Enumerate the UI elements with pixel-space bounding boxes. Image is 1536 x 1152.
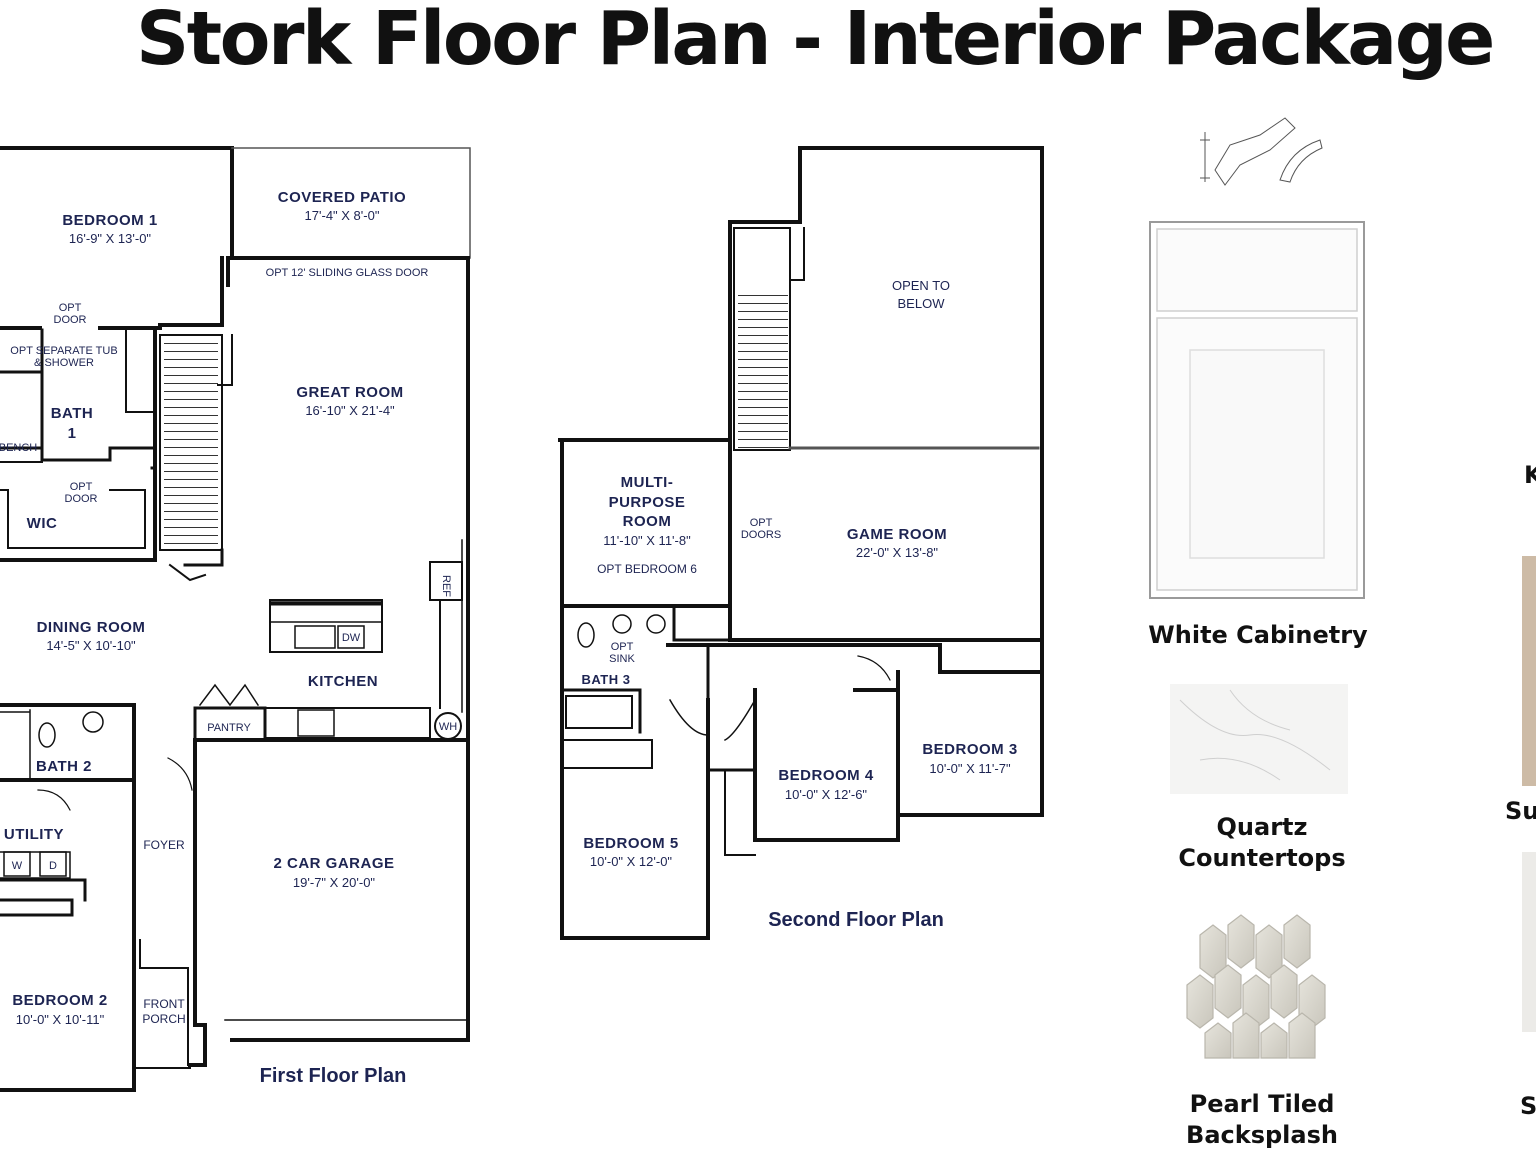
bedroom5-dim: 10'-0" X 12'-0"	[590, 854, 673, 869]
opt-doors-line1: OPT	[750, 517, 773, 529]
bath1-line1: BATH	[51, 405, 94, 422]
bedroom4-name: BEDROOM 4	[778, 767, 874, 784]
bedroom2-name: BEDROOM 2	[12, 992, 107, 1009]
great-room-name: GREAT ROOM	[296, 384, 403, 401]
page-title: Stork Floor Plan - Interior Package	[136, 0, 1495, 82]
open-below-line1: OPEN TO	[892, 278, 950, 293]
crown-molding-sketch	[1200, 117, 1323, 186]
cropped-label-su: Su	[1505, 797, 1536, 825]
garage-name: 2 CAR GARAGE	[273, 855, 394, 872]
first-floor-plan	[0, 146, 471, 1092]
wh-label: WH	[439, 721, 457, 733]
opt-tub-line2: & SHOWER	[34, 357, 94, 369]
pearl-backsplash-swatch	[1186, 914, 1326, 1059]
garage-dim: 19'-7" X 20'-0"	[293, 875, 376, 890]
ref-label: REF	[440, 575, 452, 597]
first-floor-labels: BEDROOM 1 16'-9" X 13'-0" COVERED PATIO …	[0, 189, 457, 1087]
tile-swatch-partial	[1522, 852, 1536, 1032]
bench-label: BENCH	[0, 442, 37, 454]
quartz-swatch	[1170, 684, 1348, 794]
opt-doors-line2: DOORS	[741, 529, 781, 541]
foyer-label: FOYER	[143, 838, 185, 852]
opt-door-2-line2: DOOR	[65, 493, 98, 505]
opt-bedroom6-label: OPT BEDROOM 6	[597, 562, 697, 576]
bedroom4-dim: 10'-0" X 12'-6"	[785, 787, 868, 802]
second-floor-plan	[558, 146, 1044, 940]
white-cabinetry-label: White Cabinetry	[1148, 621, 1368, 649]
opt-sink-line2: SINK	[609, 653, 635, 665]
bedroom5-name: BEDROOM 5	[583, 835, 678, 852]
dining-room-name: DINING ROOM	[37, 619, 146, 636]
front-porch-line2: PORCH	[142, 1012, 185, 1026]
second-floor-caption: Second Floor Plan	[768, 909, 944, 931]
opt-sink-line1: OPT	[611, 641, 634, 653]
multi-purpose-line3: ROOM	[623, 513, 672, 530]
bedroom2-dim: 10'-0" X 10'-11"	[16, 1012, 105, 1027]
opt-door-1-line1: OPT	[59, 302, 82, 314]
game-room-name: GAME ROOM	[847, 526, 947, 543]
pantry-label: PANTRY	[207, 722, 251, 734]
bedroom1-name: BEDROOM 1	[62, 212, 157, 229]
opt-tub-line1: OPT SEPARATE TUB	[10, 345, 117, 357]
bedroom3-name: BEDROOM 3	[922, 741, 1017, 758]
multi-purpose-line1: MULTI-	[621, 474, 674, 491]
open-below-line2: BELOW	[898, 296, 946, 311]
cropped-label-s: S	[1520, 1092, 1536, 1120]
bedroom1-dim: 16'-9" X 13'-0"	[69, 231, 152, 246]
bath2-label: BATH 2	[36, 758, 92, 775]
great-room-dim: 16'-10" X 21'-4"	[305, 403, 395, 418]
covered-patio-dim: 17'-4" X 8'-0"	[305, 208, 380, 223]
multi-purpose-dim: 11'-10" X 11'-8"	[603, 533, 691, 548]
carpet-swatch-partial	[1522, 556, 1536, 786]
kitchen-label: KITCHEN	[308, 673, 378, 690]
washer-label: W	[12, 860, 23, 872]
quartz-countertops-label: Quartz Countertops	[1178, 813, 1346, 873]
dryer-label: D	[49, 860, 57, 872]
cabinet-door-swatch	[1149, 221, 1365, 599]
covered-patio-name: COVERED PATIO	[278, 189, 406, 206]
front-porch-line1: FRONT	[143, 997, 185, 1011]
bath1-line2: 1	[68, 425, 77, 442]
dining-room-dim: 14'-5" X 10'-10"	[46, 638, 136, 653]
dw-label: DW	[342, 632, 361, 644]
second-floor-labels: OPEN TO BELOW MULTI- PURPOSE ROOM 11'-10…	[582, 278, 1018, 931]
opt-door-2-line1: OPT	[70, 481, 93, 493]
cropped-label-k: K	[1524, 461, 1536, 489]
game-room-dim: 22'-0" X 13'-8"	[856, 545, 939, 560]
wic-label: WIC	[27, 515, 58, 532]
opt-door-1-line2: DOOR	[54, 314, 87, 326]
sliding-door-label: OPT 12' SLIDING GLASS DOOR	[266, 267, 429, 279]
bath3-label: BATH 3	[582, 672, 631, 687]
first-floor-caption: First Floor Plan	[260, 1065, 407, 1087]
multi-purpose-line2: PURPOSE	[609, 494, 686, 511]
pearl-backsplash-label: Pearl Tiled Backsplash	[1186, 1090, 1338, 1150]
utility-label: UTILITY	[4, 826, 64, 843]
bedroom3-dim: 10'-0" X 11'-7"	[929, 761, 1011, 776]
